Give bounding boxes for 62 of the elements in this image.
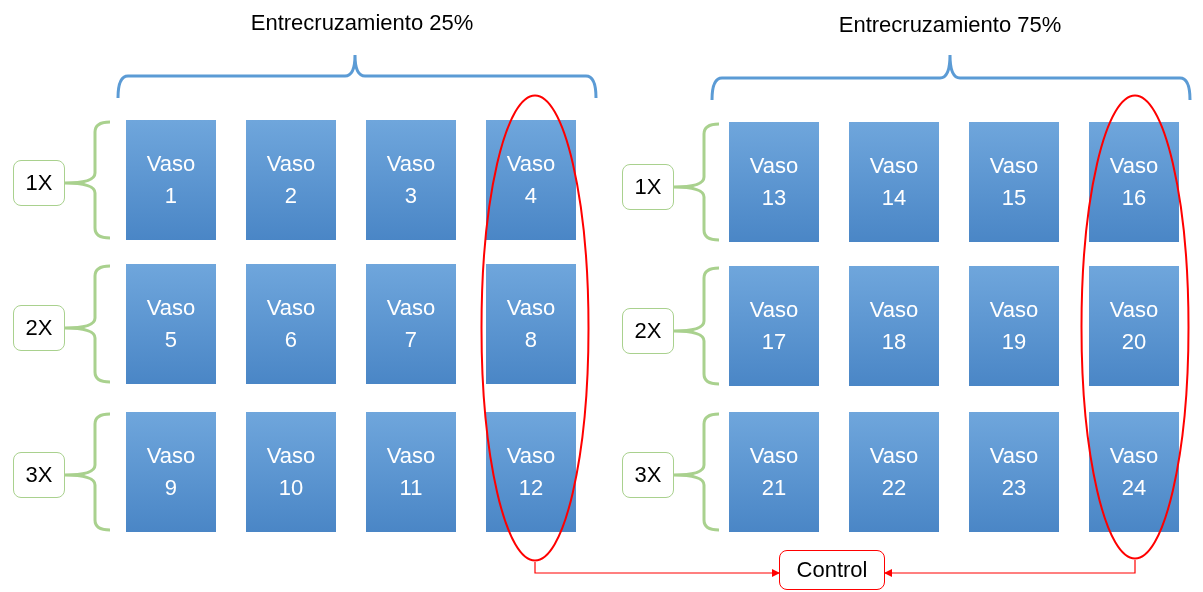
- vessel-label: Vaso 9: [146, 442, 196, 502]
- vessel-box: [969, 122, 1059, 242]
- vessel-label: Vaso 2: [266, 150, 316, 210]
- vessel-label: Vaso 23: [989, 442, 1039, 502]
- vessel-box: [126, 120, 216, 240]
- vessel-label: Vaso 15: [989, 152, 1039, 212]
- vessel-box: [366, 412, 456, 532]
- vessel-box: [729, 266, 819, 386]
- vessel-box: [849, 122, 939, 242]
- vessel-box: [126, 264, 216, 384]
- vessel-label: Vaso 16: [1109, 152, 1159, 212]
- vessel-box: [246, 120, 336, 240]
- vessel-label: Vaso 14: [869, 152, 919, 212]
- vessel-label: Vaso 18: [869, 296, 919, 356]
- vessel-box: [366, 264, 456, 384]
- vessel-box: [126, 412, 216, 532]
- vessel-label: Vaso 3: [386, 150, 436, 210]
- vessel-box: [729, 122, 819, 242]
- box-label: 2X: [634, 318, 662, 344]
- vessel-label: Vaso 11: [386, 442, 436, 502]
- vessel-label: Vaso 24: [1109, 442, 1159, 502]
- box-label: 3X: [634, 462, 662, 488]
- vessel-box: [246, 264, 336, 384]
- factor-box: [622, 452, 674, 498]
- vessel-label: Vaso 20: [1109, 296, 1159, 356]
- vessel-box: [366, 120, 456, 240]
- control-box: [779, 550, 885, 590]
- highlight-ellipse: [480, 94, 590, 562]
- box-label: 1X: [25, 170, 53, 196]
- vessel-label: Vaso 22: [869, 442, 919, 502]
- factor-box: [13, 452, 65, 498]
- vessel-label: Vaso 19: [989, 296, 1039, 356]
- vessel-label: Vaso 8: [506, 294, 556, 354]
- vessel-box: [969, 266, 1059, 386]
- vessel-label: Vaso 13: [749, 152, 799, 212]
- vessel-label: Vaso 17: [749, 296, 799, 356]
- vessel-label: Vaso 7: [386, 294, 436, 354]
- box-label: 2X: [25, 315, 53, 341]
- vessel-label: Vaso 12: [506, 442, 556, 502]
- highlight-ellipse: [1080, 94, 1190, 560]
- group-heading: Entrecruzamiento 75%: [838, 12, 1062, 38]
- arrow: [884, 559, 1136, 577]
- arrow: [534, 561, 780, 577]
- group-heading: Entrecruzamiento 25%: [250, 10, 474, 36]
- factor-box: [622, 164, 674, 210]
- box-label: 3X: [25, 462, 53, 488]
- box-label: Control: [796, 557, 868, 583]
- factor-box: [13, 160, 65, 206]
- vessel-label: Vaso 1: [146, 150, 196, 210]
- vessel-box: [246, 412, 336, 532]
- vessel-label: Vaso 5: [146, 294, 196, 354]
- vessel-label: Vaso 4: [506, 150, 556, 210]
- box-label: 1X: [634, 174, 662, 200]
- factor-box: [13, 305, 65, 351]
- vessel-box: [729, 412, 819, 532]
- vessel-box: [969, 412, 1059, 532]
- factor-box: [622, 308, 674, 354]
- vessel-label: Vaso 10: [266, 442, 316, 502]
- vessel-label: Vaso 21: [749, 442, 799, 502]
- vessel-box: [849, 412, 939, 532]
- vessel-label: Vaso 6: [266, 294, 316, 354]
- vessel-box: [849, 266, 939, 386]
